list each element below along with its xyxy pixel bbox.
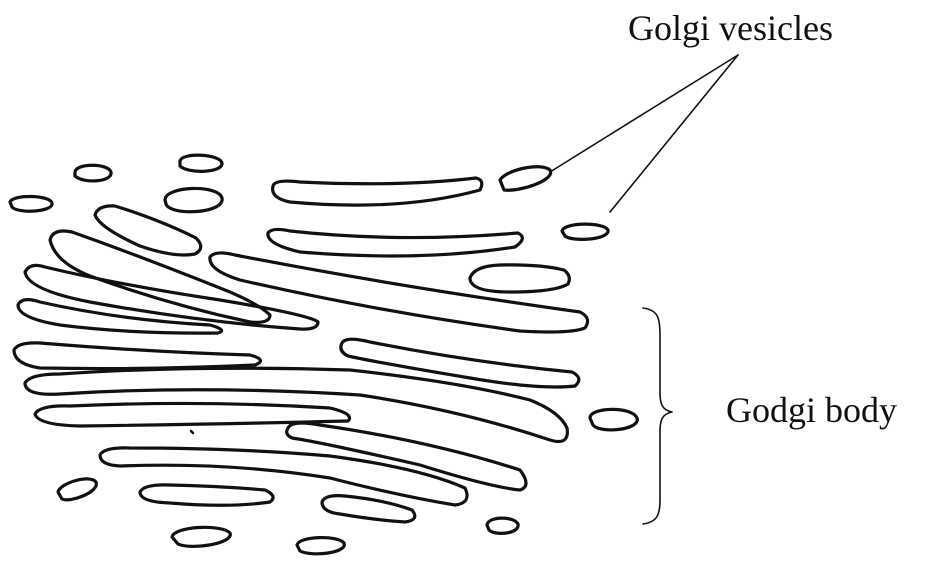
vesicle-1 (73, 163, 113, 183)
golgi-body-label: Godgi body (726, 390, 897, 430)
vesicle-10 (170, 525, 232, 548)
cisterna-13 (285, 421, 528, 492)
vesicle-8 (56, 477, 98, 502)
cisterna-14 (98, 446, 469, 507)
golgi-vesicles-label: Golgi vesicles (628, 8, 833, 48)
golgi-body-brace (642, 307, 673, 525)
cisterna-9 (12, 341, 262, 371)
vesicle-6 (560, 222, 610, 241)
vesicle-4 (163, 186, 224, 214)
golgi-cisternae (12, 176, 590, 524)
cisterna-3 (266, 227, 524, 258)
speck-mark (189, 429, 195, 435)
vesicle-pointers (549, 54, 739, 213)
cisterna-6 (468, 263, 571, 294)
cisterna-1 (271, 176, 484, 207)
pointer-line-2 (609, 54, 739, 213)
cisterna-2 (93, 204, 203, 257)
pointer-line-1 (549, 54, 739, 173)
cisterna-7 (23, 263, 320, 331)
vesicle-2 (178, 153, 224, 173)
cisterna-12 (33, 401, 352, 428)
cisterna-10 (339, 337, 581, 389)
golgi-vesicles-shapes (8, 153, 639, 556)
vesicle-5 (498, 165, 553, 192)
vesicle-7 (588, 407, 639, 432)
cisterna-5 (208, 251, 590, 334)
cisterna-8 (16, 298, 224, 335)
vesicle-9 (485, 516, 520, 535)
cisterna-11 (23, 366, 569, 444)
cisterna-16 (320, 494, 417, 524)
cisterna-15 (138, 483, 275, 507)
vesicle-11 (295, 536, 346, 556)
vesicle-3 (8, 194, 54, 213)
